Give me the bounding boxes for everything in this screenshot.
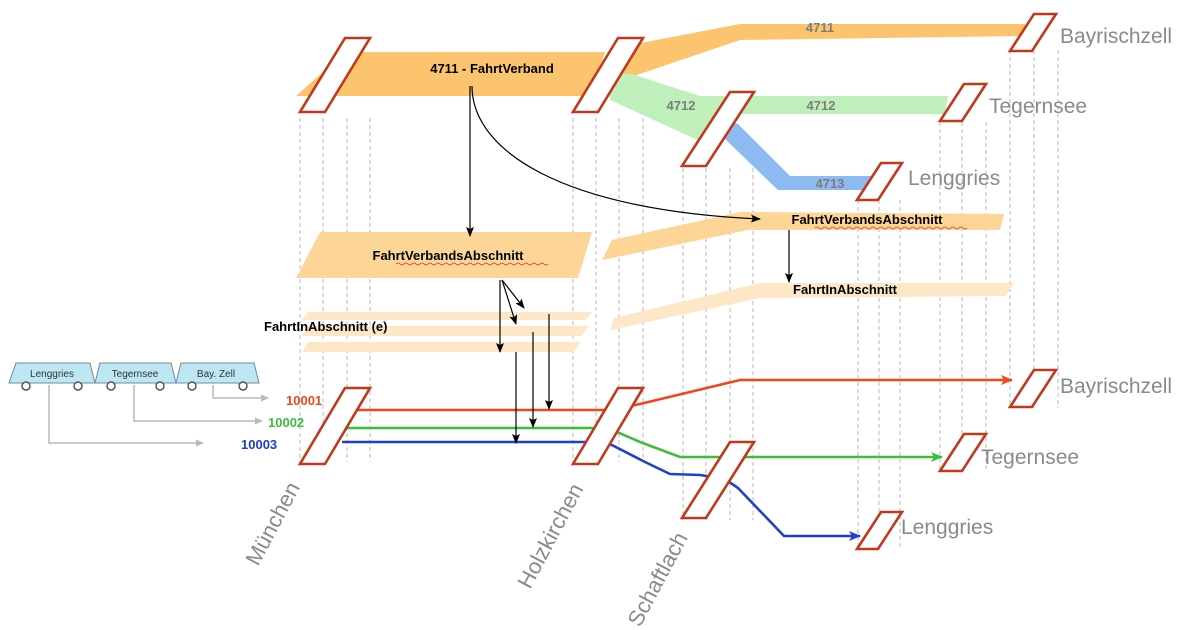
destination-tegernsee-bottom: Tegernsee bbox=[981, 446, 1079, 469]
wagon-wheel bbox=[73, 381, 83, 391]
station-marker-tegernsee-top bbox=[937, 82, 989, 123]
wagon-connectors bbox=[48, 385, 269, 447]
wagon-lenggries-label: Lenggries bbox=[30, 369, 74, 380]
train-lines bbox=[342, 375, 1013, 541]
wagon-lenggries: Lenggries bbox=[8, 362, 96, 391]
verband-4711-branch-band bbox=[615, 24, 1027, 80]
station-marker-schaftlach-bottom bbox=[679, 440, 757, 520]
wagon-bay-zell: Bay. Zell bbox=[175, 362, 260, 391]
wagon-tegernsee: Tegernsee bbox=[94, 362, 177, 391]
train-10001-line bbox=[342, 375, 1013, 412]
station-label-muenchen: München bbox=[240, 478, 305, 570]
fahrtverband-label: 4711 - FahrtVerband bbox=[430, 61, 554, 76]
wagon-bay-zell-label: Bay. Zell bbox=[197, 369, 235, 380]
station-label-holzkirchen: Holzkirchen bbox=[512, 479, 588, 592]
verband-4713-branch-band bbox=[716, 118, 872, 190]
fahrtverbandsabschnitt-right-band bbox=[602, 212, 1004, 260]
train-10002-line bbox=[342, 426, 943, 462]
wagon-bay-zell-body bbox=[175, 362, 260, 384]
spellcheck-underline bbox=[395, 262, 549, 266]
station-marker-holzkirchen-bottom bbox=[570, 386, 646, 466]
wagon-tegernsee-label: Tegernsee bbox=[112, 369, 159, 380]
fahrtverbandsabschnitt-left-label: FahrtVerbandsAbschnitt bbox=[373, 248, 525, 263]
verband-code-4712: 4712 bbox=[807, 98, 836, 113]
fahrtinabschnitt-band-2 bbox=[302, 326, 588, 336]
fahrtinabschnitt-label: FahrtInAbschnitt bbox=[793, 282, 898, 297]
station-marker-lenggries-bottom bbox=[854, 510, 905, 551]
station-marker-bayrischzell-top bbox=[1007, 12, 1059, 53]
station-marker-lenggries-top bbox=[854, 161, 905, 202]
verband-code-4711: 4711 bbox=[806, 20, 834, 35]
fahrtinabschnitt-band-3 bbox=[302, 342, 580, 352]
verband-4711-main-band bbox=[296, 52, 605, 96]
station-label-schaftlach: Schaftlach bbox=[622, 528, 692, 630]
train-label-10001: 10001 bbox=[286, 393, 322, 408]
verband-code-4713: 4713 bbox=[816, 176, 845, 191]
wagon-wheel bbox=[106, 381, 116, 391]
destination-tegernsee-top: Tegernsee bbox=[989, 95, 1087, 118]
wagon-wheel bbox=[187, 381, 197, 391]
train-label-10002: 10002 bbox=[268, 415, 304, 430]
train-label-10003: 10003 bbox=[241, 437, 277, 452]
station-marker-holzkirchen-top bbox=[570, 36, 646, 114]
relation-arrows bbox=[466, 85, 793, 444]
station-markers bbox=[297, 12, 1059, 551]
verband-code-4712-branch: 4712 bbox=[667, 98, 696, 113]
fahrtverband-bands bbox=[296, 24, 1027, 190]
train-10003-line bbox=[342, 440, 861, 541]
fahrtinabschnitt-band-1 bbox=[302, 312, 592, 320]
destination-bayrischzell-top: Bayrischzell bbox=[1060, 25, 1172, 48]
fahrtinabschnitt-bands bbox=[302, 283, 1014, 352]
station-marker-muenchen-bottom bbox=[297, 386, 373, 466]
fahrtverbandsabschnitt-right-label: FahrtVerbandsAbschnitt bbox=[792, 212, 944, 227]
station-marker-bayrischzell-bottom bbox=[1007, 368, 1059, 409]
station-marker-schaftlach-top bbox=[679, 90, 757, 168]
wagon-wheel bbox=[238, 381, 248, 391]
verband-4712-branch-band bbox=[606, 72, 948, 142]
spellcheck-underline bbox=[814, 226, 968, 230]
fahrtinabschnitt-right-band bbox=[610, 283, 1014, 330]
station-marker-muenchen-top bbox=[297, 36, 373, 114]
wagon-wheel bbox=[155, 381, 165, 391]
fahrtverbandsabschnitt-left-band bbox=[296, 232, 592, 278]
destination-bayrischzell-bottom: Bayrischzell bbox=[1060, 375, 1172, 398]
destination-lenggries-bottom: Lenggries bbox=[901, 516, 993, 539]
destination-lenggries-top: Lenggries bbox=[908, 167, 1000, 190]
station-marker-tegernsee-bottom bbox=[937, 432, 989, 473]
fahrtinabschnitt-e-label: FahrtInAbschnitt (e) bbox=[264, 319, 388, 334]
wagon-wheel bbox=[21, 381, 31, 391]
